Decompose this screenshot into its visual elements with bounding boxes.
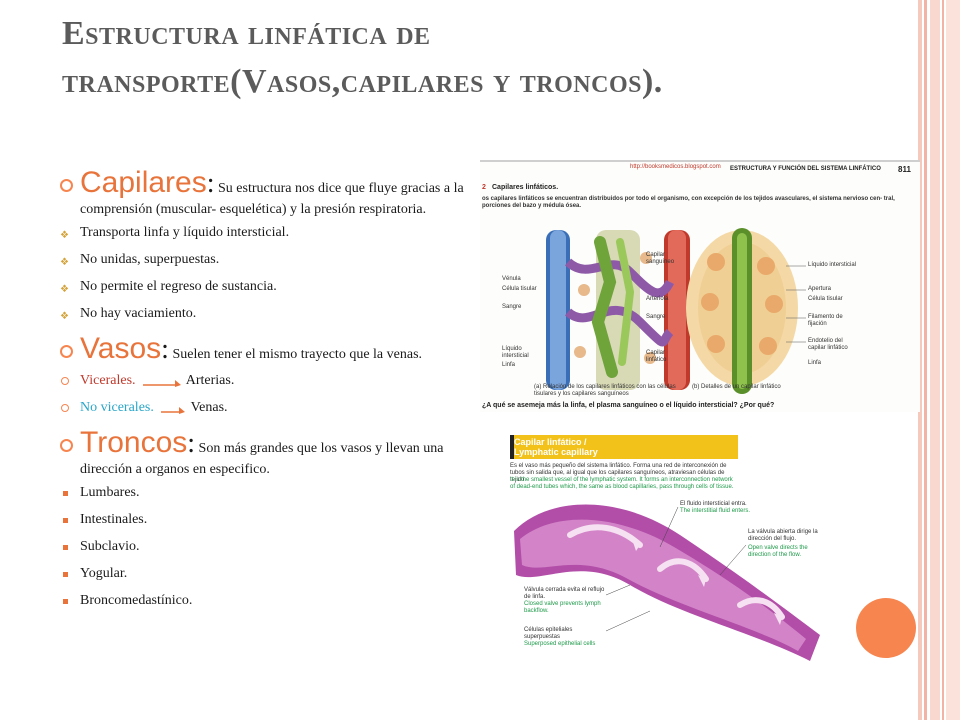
section-troncos: Troncos: Son más grandes que los vasos y… <box>60 426 480 478</box>
list-item: Vicerales. Arterias. <box>60 372 480 389</box>
diamond-bullet-icon: ❖ <box>60 230 69 241</box>
figure-lymphatic-capillary-vessel: Capilar linfático / Lymphatic capillary … <box>510 435 830 667</box>
list-item: No vicerales. Venas. <box>60 399 480 416</box>
list-item: Intestinales. <box>60 511 480 528</box>
list-item: Broncomedastínico. <box>60 592 480 609</box>
section-desc-capilares: Su estructura nos dice que fluye gracias… <box>80 181 464 217</box>
section-head-troncos: Troncos <box>80 426 188 459</box>
content-list: Capilares: Su estructura nos dice que fl… <box>60 166 480 619</box>
diamond-bullet-icon: ❖ <box>60 284 69 295</box>
ring-bullet-icon <box>61 377 69 385</box>
section-head-vasos: Vasos <box>80 332 162 365</box>
decorative-orange-circle <box>856 598 916 658</box>
figure-lymphatic-capillaries: http://booksmedicos.blogspot.com ESTRUCT… <box>480 160 920 412</box>
list-item: ❖No hay vaciamiento. <box>60 305 480 322</box>
ring-bullet-icon <box>60 179 73 192</box>
decorative-stripes <box>918 0 960 720</box>
section-desc-vasos: Suelen tener el mismo trayecto que la ve… <box>168 347 423 362</box>
section-capilares: Capilares: Su estructura nos dice que fl… <box>60 166 480 218</box>
diamond-bullet-icon: ❖ <box>60 311 69 322</box>
ring-bullet-icon <box>60 345 73 358</box>
square-bullet-icon <box>63 491 68 496</box>
arrow-right-icon <box>143 379 182 387</box>
figure2-banner: Capilar linfático / Lymphatic capillary <box>510 435 738 459</box>
section-head-capilares: Capilares <box>80 166 207 199</box>
list-item: ❖No permite el regreso de sustancia. <box>60 278 480 295</box>
list-item: ❖No unidas, superpuestas. <box>60 251 480 268</box>
square-bullet-icon <box>63 572 68 577</box>
ring-bullet-icon <box>60 439 73 452</box>
square-bullet-icon <box>63 599 68 604</box>
ring-bullet-icon <box>61 404 69 412</box>
vessel-illustration <box>514 504 820 661</box>
list-item: Subclavio. <box>60 538 480 555</box>
diamond-bullet-icon: ❖ <box>60 257 69 268</box>
capillary-illustration <box>546 228 806 394</box>
square-bullet-icon <box>63 545 68 550</box>
square-bullet-icon <box>63 518 68 523</box>
arrow-right-icon <box>161 406 186 414</box>
section-desc-troncos: Son más grandes que los vasos y llevan u… <box>80 441 444 477</box>
list-item: Lumbares. <box>60 484 480 501</box>
list-item: ❖Transporta linfa y líquido intersticial… <box>60 224 480 241</box>
slide-title: Estructura linfática de transporte(Vasos… <box>62 15 663 100</box>
section-vasos: Vasos: Suelen tener el mismo trayecto qu… <box>60 332 480 366</box>
list-item: Yogular. <box>60 565 480 582</box>
